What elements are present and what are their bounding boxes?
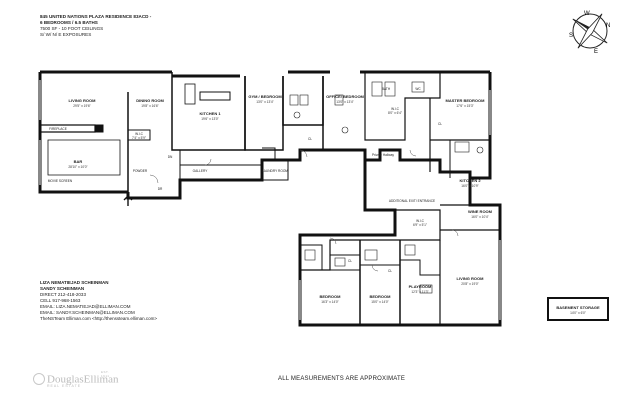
closet-label-3: CL — [348, 259, 352, 263]
living-room-label: LIVING ROOM — [69, 98, 97, 103]
basement-storage-box — [547, 297, 609, 321]
wic-upper-dim: 8'0" x 6'4" — [388, 111, 402, 115]
compass-rose: W N S E — [569, 11, 610, 55]
logo-subtitle: REAL ESTATE — [47, 384, 82, 388]
office-label: OFFICE/ BEDROOM — [326, 94, 364, 99]
measurement-disclaimer: ALL MEASUREMENTS ARE APPROXIMATE — [278, 376, 406, 382]
closet-label-1: CL — [308, 137, 312, 141]
gallery-label: GALLERY — [193, 169, 209, 173]
agent-name-1: LIZA NEMATIEJAD SCHEINMAN — [40, 280, 109, 285]
playroom-label: PLAYROOM — [409, 284, 432, 289]
office-dim: 13'0" x 13'4" — [336, 100, 353, 104]
outer-wall-north — [38, 72, 492, 200]
master-dim: 17'6" x 15'3" — [456, 104, 473, 108]
wine-room-dim: 16'0" x 10'4" — [471, 215, 488, 219]
agent-email-2[interactable]: EMAIL: SANDY.SCHEINMAN@ELLIMAN.COM — [40, 310, 135, 315]
dining-room-dim: 19'8" x 16'6" — [141, 104, 158, 108]
wic-upper-label: W.I.C — [391, 107, 399, 111]
dr-label: DR — [158, 187, 163, 191]
agent-name-2: SANDY SCHEINMAN — [40, 286, 85, 291]
corridor-label: Private Hallway — [372, 153, 394, 157]
playroom-dim: 12'3" x 11'3" — [411, 290, 428, 294]
kitchen1-dim: 19'6" x 13'0" — [201, 117, 218, 121]
logo-established: EST. 1911 — [101, 370, 110, 378]
closet-label-2: CL — [438, 122, 442, 126]
laundry-label: LAUNDRY ROOM — [262, 169, 288, 173]
bedroom-left-dim: 16'3" x 14'0" — [321, 300, 338, 304]
compass-s: S — [569, 33, 573, 39]
listing-header: 845 UNITED NATIONS PLAZA RESIDENCE 83ACD… — [40, 14, 151, 38]
wc-label: WC — [415, 87, 421, 91]
agent-website[interactable]: TheNSTeam Elliman.com <http://thenssteam… — [40, 316, 158, 321]
agent-email-1[interactable]: EMAIL: LIZA.NEMATIEJAD@ELLIMAN.COM — [40, 304, 131, 309]
bedroom-left-label: BEDROOM — [320, 294, 342, 299]
wic-lower-dim: 6'9" x 5'1" — [413, 223, 427, 227]
compass-e: E — [594, 49, 598, 55]
bar-dim: 28'10" x 10'0" — [68, 165, 87, 169]
header-exposures: S/ W/ N/ E EXPOSURES — [40, 32, 92, 37]
entry-arrow-icon — [123, 195, 133, 206]
elliman-logo-icon — [33, 373, 45, 386]
living-room-dim: 29'5" x 19'6" — [73, 104, 90, 108]
outer-wall-top — [40, 70, 490, 78]
header-address: 845 UNITED NATIONS PLAZA RESIDENCE 83ACD… — [40, 14, 152, 19]
fireplace-label: FIREPLACE — [49, 127, 67, 131]
bath-label: BATH — [382, 87, 391, 91]
logo-name: DouglasElliman — [47, 373, 119, 386]
movie-screen-label: MOVIE SCREEN — [48, 179, 73, 183]
storage-dim: 14'0" x 6'0" — [570, 311, 586, 315]
agent-direct-phone: DIRECT 212-418-2033 — [40, 292, 86, 297]
header-size: 7500 SF - 10 FOOT CEILINGS — [40, 26, 104, 31]
gym-label: GYM / BEDROOM — [248, 94, 282, 99]
wine-room-label: WINE ROOM — [468, 209, 493, 214]
closet-label-4: CL — [388, 269, 392, 273]
wic-dining-dim: 7'4" x 5'9" — [132, 136, 146, 140]
kitchen2-label: KITCHEN 2 — [459, 178, 481, 183]
bar-label: BAR — [74, 159, 83, 164]
agent-contact: LIZA NEMATIEJAD SCHEINMAN SANDY SCHEINMA… — [40, 280, 157, 322]
storage-label: BASEMENT STORAGE — [556, 305, 600, 310]
agent-cell-phone: CELL 917-968-1563 — [40, 298, 81, 303]
dining-room-label: DINING ROOM — [136, 98, 164, 103]
exit-label: ADDITIONAL EXIT/ ENTRANCE — [389, 199, 435, 203]
bedroom-mid-label: BEDROOM — [370, 294, 392, 299]
gym-dim: 13'0" x 13'4" — [256, 100, 273, 104]
wic-lower-label: W.I.C — [416, 219, 424, 223]
douglas-elliman-logo: DouglasElliman REAL ESTATE EST. 1911 — [33, 370, 119, 388]
down-stair-label: DN — [168, 155, 173, 159]
kitchen2-dim: 16'0" x 10'9" — [461, 184, 478, 188]
master-label: MASTER BEDROOM — [446, 98, 486, 103]
powder-label: POWDER — [133, 169, 148, 173]
wic-dining-label: W.I.C — [135, 132, 143, 136]
living2-label: LIVING ROOM — [457, 276, 485, 281]
living2-dim: 20'8" x 19'0" — [461, 282, 478, 286]
compass-w: W — [584, 11, 590, 17]
compass-n: N — [606, 23, 610, 29]
header-bedrooms: 6 BEDROOMS / 6.5 BATHS — [40, 20, 98, 25]
kitchen1-label: KITCHEN 1 — [199, 111, 221, 116]
bedroom-mid-dim: 15'0" x 14'0" — [371, 300, 388, 304]
